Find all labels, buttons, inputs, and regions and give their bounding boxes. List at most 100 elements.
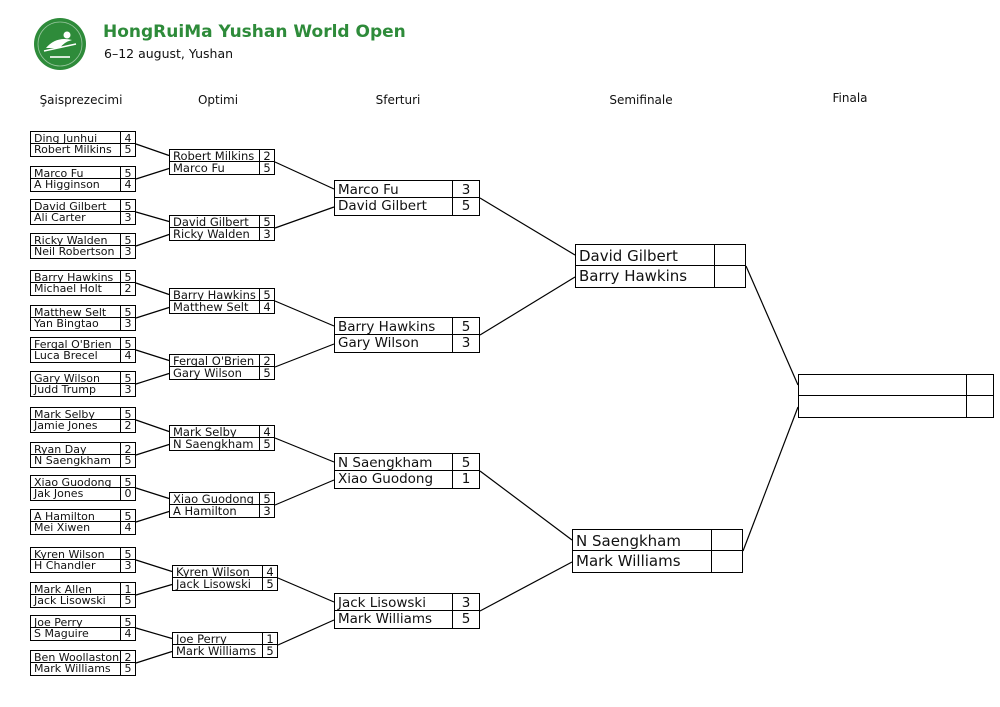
- player-score: 5: [120, 548, 135, 561]
- player-name: Barry Hawkins: [34, 271, 114, 284]
- player-score: 2: [259, 149, 274, 163]
- player-score: 3: [120, 383, 135, 396]
- player-slot: David Gilbert: [575, 244, 746, 268]
- player-name: Luca Brecel: [34, 349, 98, 363]
- player-score: 4: [120, 132, 135, 145]
- player-name: Ali Carter: [34, 211, 86, 225]
- player-score: [711, 530, 742, 552]
- player-slot: H Chandler 3: [30, 558, 136, 573]
- bracket-connector: [135, 282, 170, 296]
- player-score: 5: [120, 616, 135, 629]
- player-name: Jamie Jones: [34, 419, 98, 433]
- player-name: Robert Milkins: [173, 150, 255, 163]
- tournament-title: HongRuiMa Yushan World Open: [103, 22, 406, 42]
- bracket-connector: [274, 300, 335, 327]
- round-header-final: Finala: [832, 91, 868, 105]
- player-score: 5: [120, 662, 135, 675]
- player-score: [714, 245, 745, 267]
- bracket-connector: [479, 276, 576, 336]
- player-score: 3: [120, 211, 135, 224]
- bracket-connector: [135, 510, 170, 523]
- player-score: 5: [120, 167, 135, 180]
- player-score: 3: [259, 504, 274, 518]
- bracket-connector: [274, 161, 335, 190]
- player-name: Mark Allen: [34, 583, 92, 596]
- player-score: 5: [120, 143, 135, 156]
- player-score: 4: [120, 178, 135, 191]
- player-slot: Mark Williams 5: [30, 661, 136, 676]
- player-name: Mark Williams: [34, 662, 111, 676]
- player-name: Mei Xiwen: [34, 521, 91, 535]
- player-name: Ricky Walden: [173, 227, 250, 241]
- player-name: H Chandler: [34, 559, 96, 573]
- player-score: 3: [452, 181, 479, 199]
- player-score: 5: [452, 610, 479, 628]
- player-name: Gary Wilson: [173, 366, 242, 380]
- bracket-connector: [135, 443, 170, 456]
- player-name: [799, 375, 966, 397]
- bracket-connector: [274, 437, 335, 463]
- player-score: 5: [120, 271, 135, 284]
- player-name: [799, 396, 966, 418]
- player-score: 1: [452, 470, 479, 488]
- player-name: A Higginson: [34, 178, 100, 192]
- player-name: N Saengkham: [338, 454, 433, 471]
- bracket-connector: [135, 650, 173, 664]
- player-name: Kyren Wilson: [176, 566, 250, 579]
- player-score: 5: [262, 577, 277, 591]
- player-name: Judd Trump: [34, 383, 96, 397]
- bracket-connector: [135, 143, 170, 157]
- player-name: Jak Jones: [34, 487, 84, 501]
- player-score: 5: [120, 594, 135, 607]
- bracket-connector: [479, 470, 573, 541]
- player-name: Michael Holt: [34, 282, 102, 296]
- player-name: Mark Selby: [173, 426, 237, 439]
- snooker-logo-icon: [34, 18, 86, 70]
- player-score: 2: [120, 651, 135, 664]
- player-score: 3: [452, 594, 479, 612]
- player-slot: A Higginson 4: [30, 177, 136, 192]
- player-score: 5: [120, 234, 135, 247]
- player-name: Xiao Guodong: [173, 493, 254, 506]
- player-name: David Gilbert: [34, 200, 107, 213]
- player-score: [711, 550, 742, 572]
- player-score: 1: [120, 583, 135, 596]
- player-score: 3: [120, 559, 135, 572]
- player-name: A Hamilton: [173, 504, 237, 518]
- player-score: 5: [452, 197, 479, 215]
- player-score: 5: [259, 288, 274, 302]
- player-score: [714, 265, 745, 287]
- player-score: 3: [120, 317, 135, 330]
- player-name: S Maguire: [34, 627, 89, 641]
- player-slot: [798, 394, 994, 418]
- player-score: 5: [120, 476, 135, 489]
- player-name: Yan Bingtao: [34, 317, 99, 331]
- bracket-connector: [135, 583, 173, 596]
- player-name: Kyren Wilson: [34, 548, 105, 561]
- player-name: Mark Williams: [338, 611, 433, 628]
- bracket-connector: [135, 211, 170, 223]
- player-name: N Saengkham: [173, 437, 254, 451]
- player-slot: Xiao Guodong 5: [169, 492, 275, 507]
- player-score: 5: [259, 161, 274, 175]
- player-score: 5: [259, 492, 274, 506]
- player-score: 2: [120, 282, 135, 295]
- bracket-connector: [274, 343, 335, 368]
- bracket-connector: [135, 233, 170, 247]
